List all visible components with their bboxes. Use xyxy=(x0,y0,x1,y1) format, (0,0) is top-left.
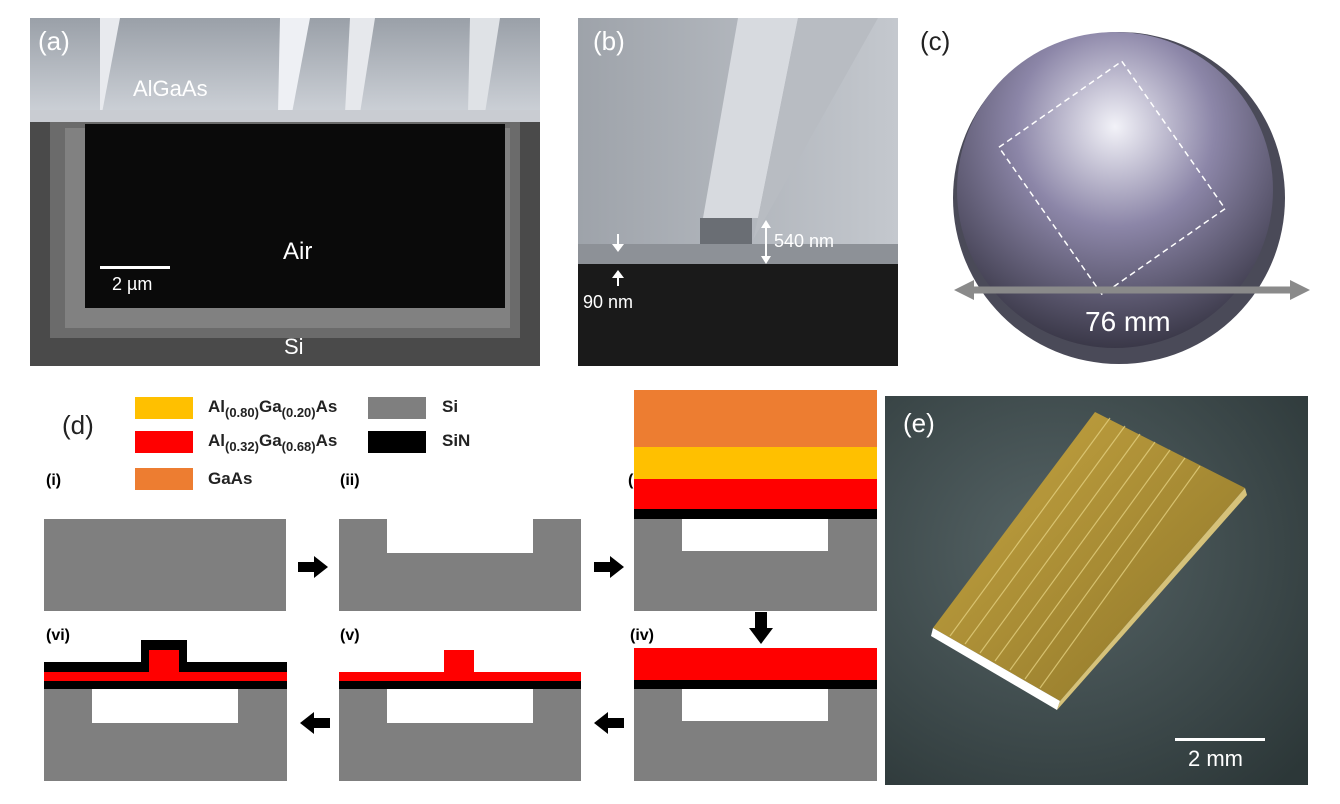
step-label-vi: (vi) xyxy=(46,627,70,644)
panel-a-sem-image: (a) AlGaAs Air 2 µm Si xyxy=(30,18,540,366)
legend-swatch-al080 xyxy=(135,397,193,419)
legend-label-al080: Al(0.80)Ga(0.20)As xyxy=(208,397,338,420)
arrow-left-v-vi xyxy=(300,712,330,734)
arrow-right-ii-iii xyxy=(594,556,624,578)
arrow-down-iii-iv xyxy=(749,612,773,644)
panel-label-d: (d) xyxy=(62,410,94,440)
legend-label-gaas: GaAs xyxy=(208,469,253,488)
scale-bar-label-e: 2 mm xyxy=(1188,746,1243,771)
legend-swatch-si xyxy=(368,397,426,419)
diameter-label-76mm: 76 mm xyxy=(1085,306,1171,337)
panel-a-graphic xyxy=(30,18,540,366)
scale-bar-label-a: 2 µm xyxy=(112,274,153,294)
legend-label-sin: SiN xyxy=(442,431,471,450)
arrow-left-iv-v xyxy=(594,712,624,734)
panel-label-a: (a) xyxy=(38,26,70,56)
panel-label-e: (e) xyxy=(903,408,935,438)
panel-c-graphic xyxy=(953,32,1310,364)
panel-label-c: (c) xyxy=(920,26,951,56)
step-label-v: (v) xyxy=(340,627,360,644)
material-label-algaas: AlGaAs xyxy=(133,76,208,101)
legend-label-al032: Al(0.32)Ga(0.68)As xyxy=(208,431,338,454)
legend-swatch-sin xyxy=(368,431,426,453)
legend-swatch-al032 xyxy=(135,431,193,453)
arrow-right-i-ii xyxy=(298,556,328,578)
panel-c-wafer-photo: (c) 76 mm xyxy=(912,18,1312,366)
panel-b-graphic xyxy=(578,18,898,366)
legend-swatch-gaas xyxy=(135,468,193,490)
thickness-label-90nm: 90 nm xyxy=(583,292,634,312)
cavity-label-air: Air xyxy=(283,238,313,265)
step-i-si-substrate xyxy=(44,519,286,611)
step-label-ii: (ii) xyxy=(340,472,360,489)
panel-label-b: (b) xyxy=(593,26,625,56)
panel-e-chip-photo: (e) 2 mm xyxy=(885,396,1308,785)
legend-label-si: Si xyxy=(442,397,459,416)
panel-b-sem-image: (b) 540 nm 90 nm xyxy=(578,18,898,366)
step-label-iv: (iv) xyxy=(630,627,654,644)
height-label-540nm: 540 nm xyxy=(774,231,835,251)
substrate-label-si: Si xyxy=(284,334,304,359)
step-label-i: (i) xyxy=(46,472,62,489)
panel-e-graphic xyxy=(885,396,1308,785)
